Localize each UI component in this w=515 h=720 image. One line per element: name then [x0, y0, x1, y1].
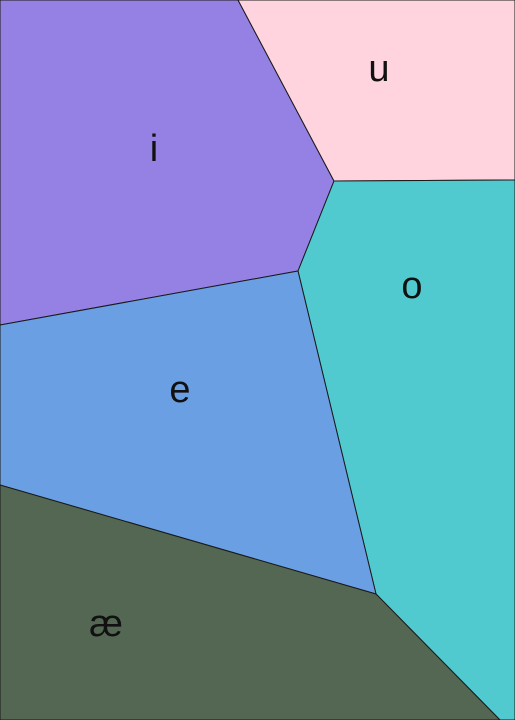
label-e: e [169, 369, 190, 411]
label-o: o [401, 265, 422, 307]
label-u: u [368, 48, 389, 90]
label-i: i [150, 128, 158, 170]
label-ae: æ [89, 603, 123, 645]
region-u [237, 0, 515, 182]
region-ae [0, 484, 501, 720]
